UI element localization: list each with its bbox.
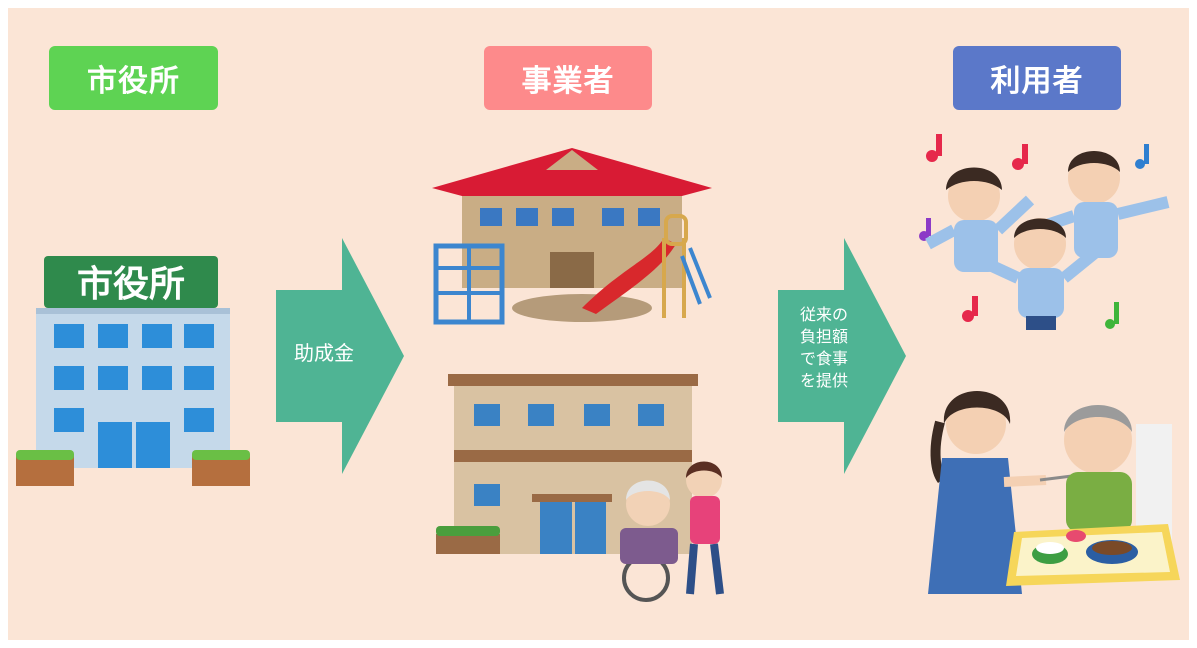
subsidy-arrow	[276, 238, 404, 474]
elderly-care-facility-icon	[436, 374, 724, 602]
operator-label: 事業者	[484, 46, 652, 110]
meal-provision-arrow	[778, 238, 906, 474]
caregiver-feeding-elder-icon	[928, 391, 1180, 594]
user-label: 利用者	[953, 46, 1121, 110]
meal-provision-line-3: で食事	[799, 349, 848, 368]
meal-provision-label: 従来の 負担額 で食事 を提供	[780, 304, 868, 392]
city-hall-sign-text: 市役所	[77, 264, 185, 305]
nursery-school-building-icon	[432, 148, 712, 325]
city-hall-label-text: 市役所	[87, 64, 180, 99]
city-hall-building-icon: 市役所	[16, 256, 250, 486]
operator-label-text: 事業者	[521, 64, 615, 99]
meal-provision-line-1: 従来の	[799, 305, 848, 324]
dancing-children-icon	[919, 134, 1170, 330]
city-hall-label: 市役所	[49, 46, 218, 110]
user-label-text: 利用者	[990, 64, 1084, 99]
subsidy-label: 助成金	[294, 341, 354, 365]
meal-provision-line-2: 負担額	[799, 327, 848, 346]
meal-provision-line-4: を提供	[799, 371, 848, 390]
